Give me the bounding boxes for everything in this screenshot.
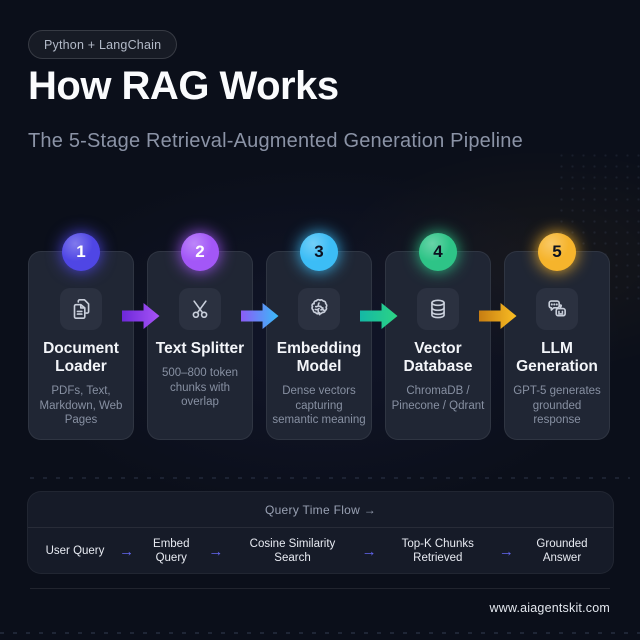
stage-iconbox: [60, 288, 102, 330]
stage-number-badge: 4: [419, 233, 457, 271]
footer-website-link[interactable]: www.aiagentskit.com: [489, 601, 610, 615]
stage-iconbox: [179, 288, 221, 330]
tech-badge-label: Python + LangChain: [44, 37, 162, 52]
stage-number-badge: 2: [181, 233, 219, 271]
query-flow-row: User Query → Embed Query → Cosine Simila…: [28, 528, 613, 574]
stage-title: Embedding Model: [276, 340, 362, 375]
flow-step-user-query: User Query: [45, 545, 105, 557]
documents-icon: [73, 298, 90, 320]
database-icon: [431, 299, 445, 319]
scissors-icon: [192, 300, 208, 319]
stage-title: Document Loader: [43, 340, 119, 375]
robot-chat-icon: [548, 300, 566, 317]
stage-description: ChromaDB / Pinecone / Qdrant: [391, 385, 485, 412]
flow-step-embed-query: Embed Query: [153, 538, 190, 564]
stage-title: Text Splitter: [155, 340, 245, 357]
stage-number-badge: 5: [538, 233, 576, 271]
page-title: How RAG Works: [28, 64, 339, 108]
stage-description: GPT-5 generates grounded response: [513, 385, 601, 426]
stage-description: PDFs, Text, Markdown, Web Pages: [39, 385, 123, 426]
brain-icon: [311, 298, 328, 316]
stage-card-vector-database: 4 Vector Database ChromaDB / Pinecone / …: [385, 233, 491, 440]
tech-badge: Python + LangChain: [28, 30, 178, 59]
stage-title: Vector Database: [403, 340, 473, 375]
stage-card-text-splitter: 2 Text Splitter 500–800 token chunks wit…: [147, 233, 253, 440]
stage-card-document-loader: 1 Document Loader PDFs, Text, Markdown, …: [28, 233, 134, 440]
stage-iconbox: [298, 288, 340, 330]
flow-arrow-icon: →: [498, 542, 514, 560]
pipeline-stages: 1 Document Loader PDFs, Text, Markdown, …: [28, 233, 610, 440]
stage-iconbox: [417, 288, 459, 330]
stage-iconbox: [536, 288, 578, 330]
flow-arrow-icon: →: [361, 542, 377, 560]
stage-description: 500–800 token chunks with overlap: [161, 367, 239, 408]
dash-pattern-above-flow: [30, 477, 630, 479]
footer-divider: [30, 588, 610, 589]
stage-card-llm-generation: 5 LLM Generation GPT-5 generates grounde…: [504, 233, 610, 440]
query-flow-title: Query Time Flow →: [28, 492, 613, 528]
query-time-flow-panel: Query Time Flow → User Query → Embed Que…: [27, 491, 614, 574]
stage-card-embedding-model: 3 Embedding Model Dense vectors capturin…: [266, 233, 372, 440]
page-subtitle: The 5-Stage Retrieval-Augmented Generati…: [28, 130, 523, 152]
flow-step-grounded-answer: Grounded Answer: [536, 538, 588, 564]
flow-arrow-icon: →: [119, 542, 135, 560]
stage-number-badge: 1: [62, 233, 100, 271]
flow-step-cosine-similarity-search: Cosine Similarity Search: [249, 538, 336, 564]
flow-step-top-k-chunks-retrieved: Top-K Chunks Retrieved: [401, 538, 474, 564]
stage-title: LLM Generation: [516, 340, 598, 375]
stage-description: Dense vectors capturing semantic meaning: [272, 385, 366, 426]
dash-pattern-bottom: [0, 632, 640, 634]
stage-number-badge: 3: [300, 233, 338, 271]
flow-arrow-icon: →: [208, 542, 224, 560]
